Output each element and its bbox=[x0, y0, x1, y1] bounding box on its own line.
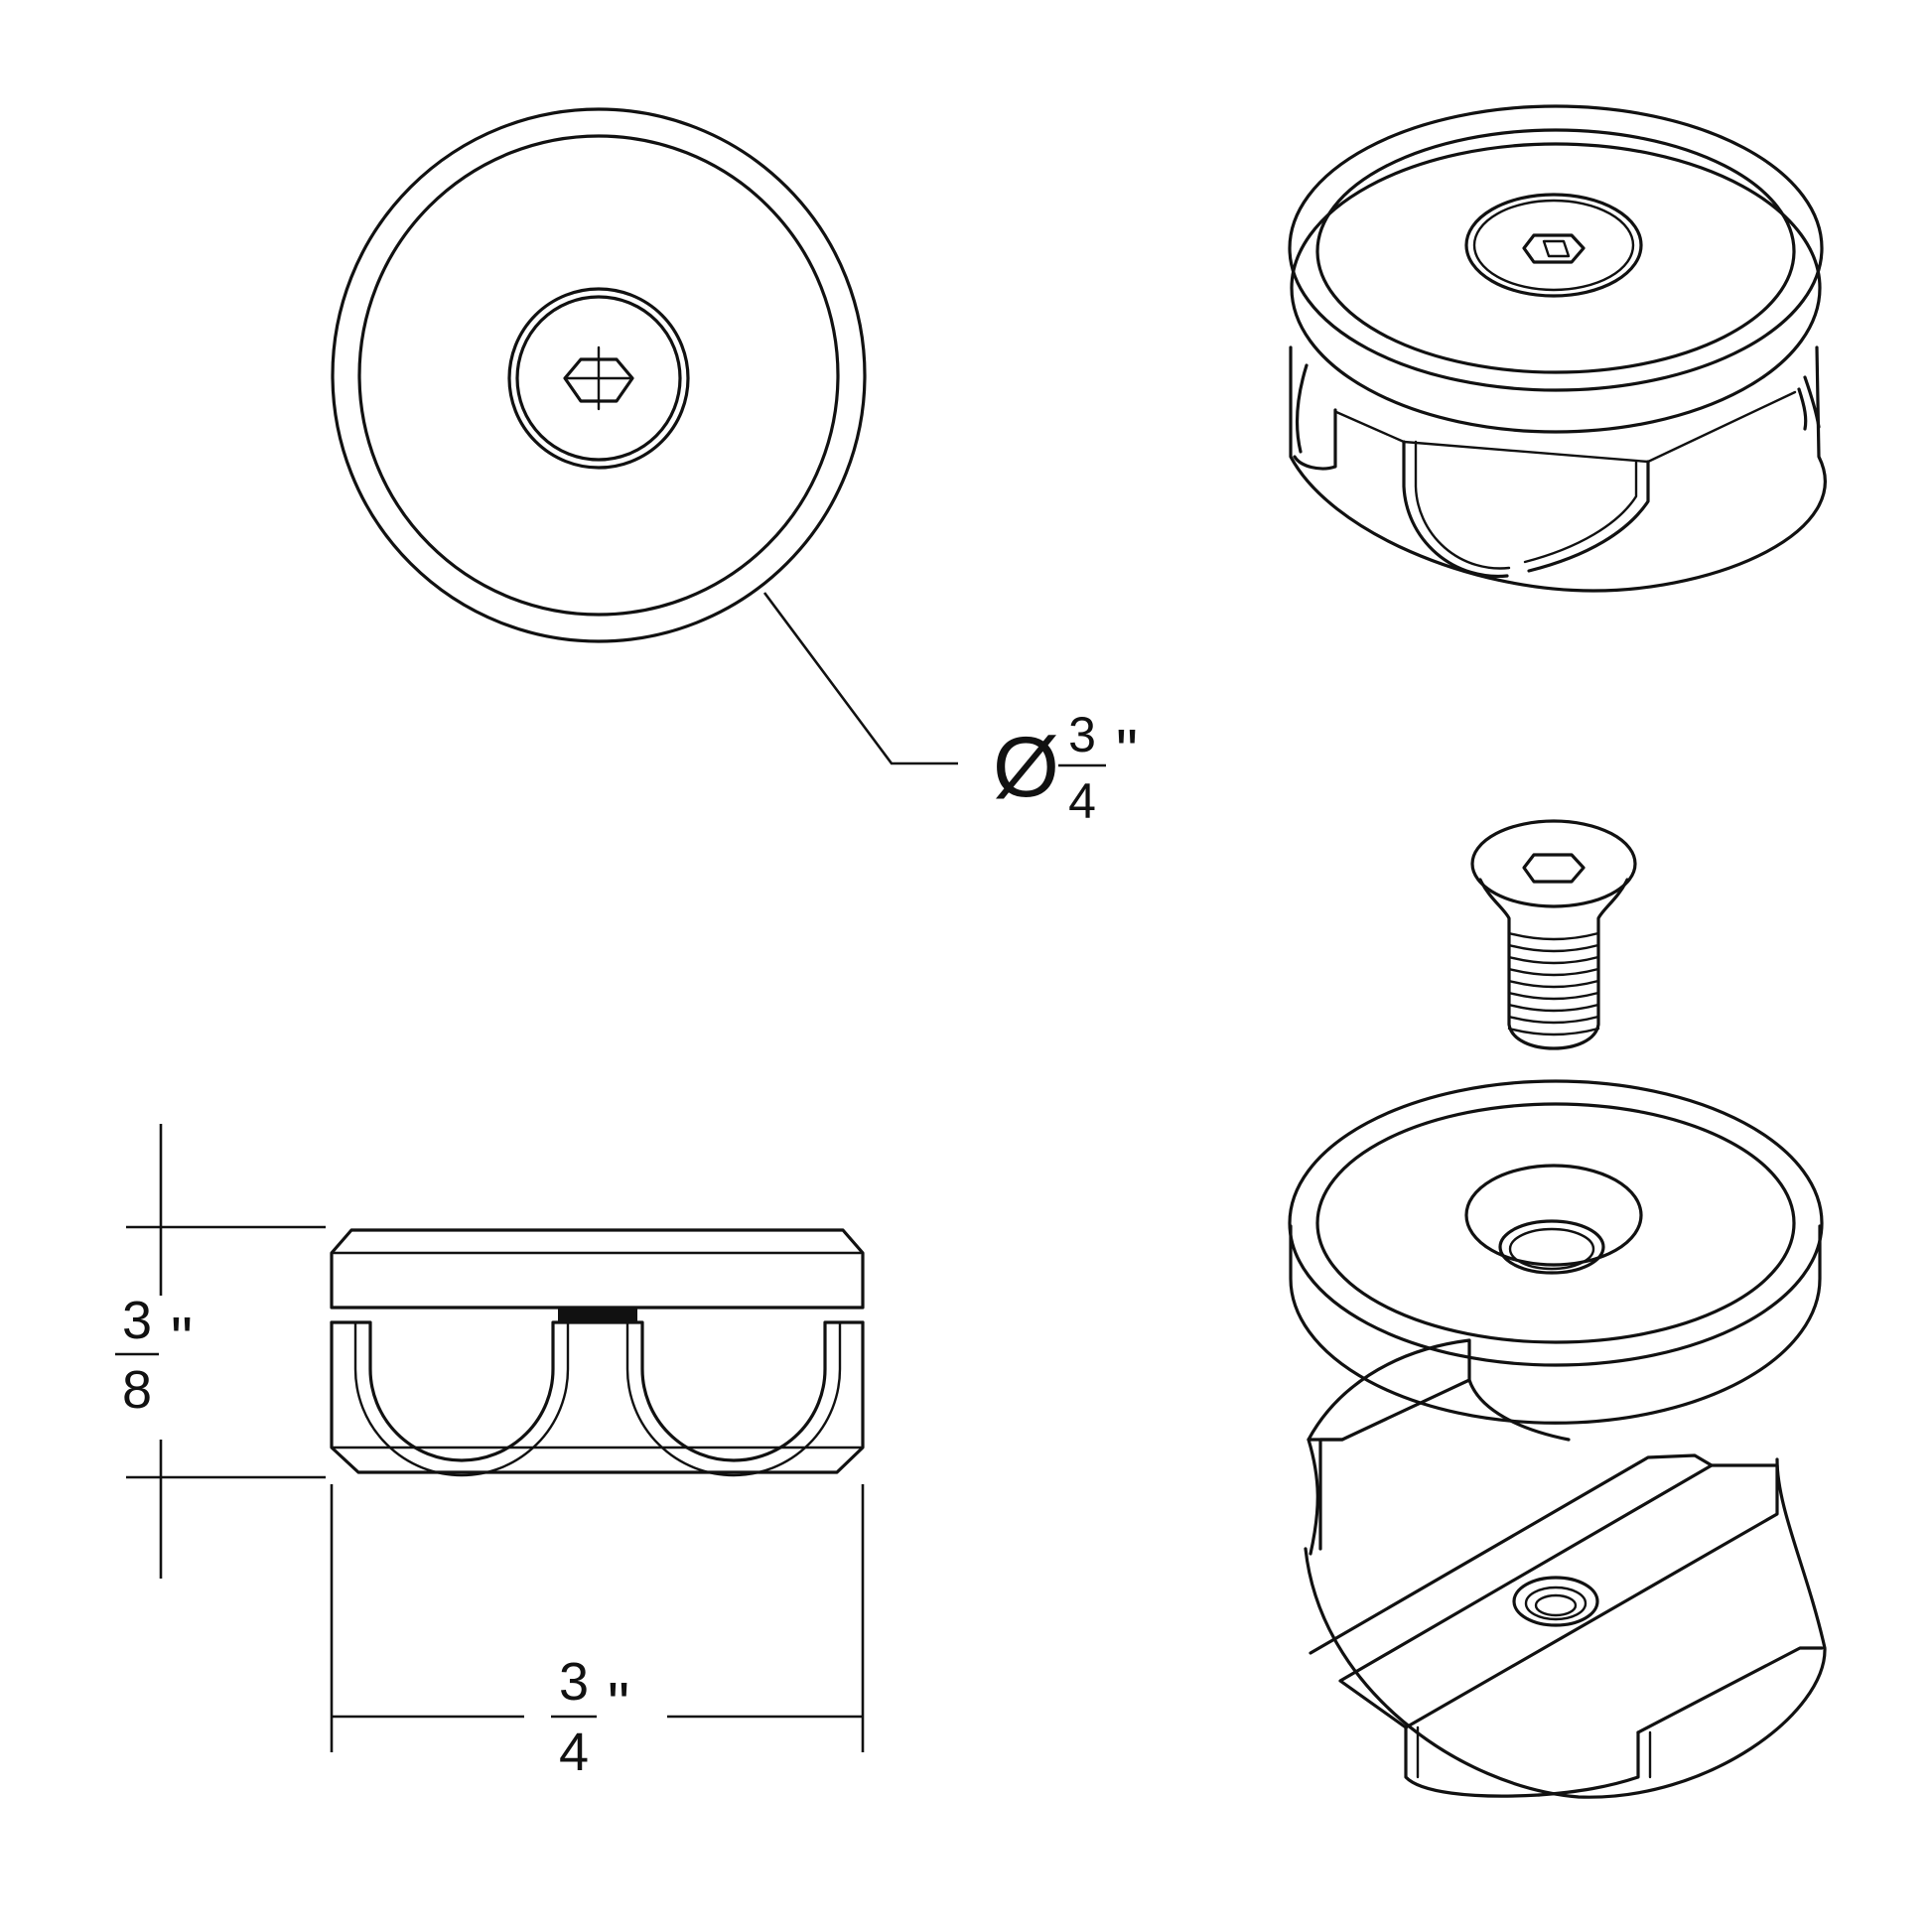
width-denominator: 4 bbox=[559, 1723, 589, 1782]
exploded-view bbox=[1288, 819, 1827, 1799]
height-unit: " bbox=[171, 1306, 193, 1374]
width-numerator: 3 bbox=[559, 1652, 589, 1712]
diameter-denominator: 4 bbox=[1068, 773, 1096, 829]
top-view bbox=[331, 107, 867, 643]
screw-threads bbox=[1507, 931, 1600, 1036]
cap bbox=[1288, 1079, 1824, 1425]
hex-socket-icon bbox=[563, 345, 634, 411]
base bbox=[1304, 1338, 1827, 1799]
height-numerator: 3 bbox=[122, 1291, 152, 1350]
side-view bbox=[330, 1228, 865, 1477]
height-denominator: 8 bbox=[122, 1360, 152, 1420]
diameter-dimension: Ø 3 4 " bbox=[762, 592, 1138, 829]
diameter-symbol: Ø bbox=[993, 720, 1059, 815]
diameter-numerator: 3 bbox=[1068, 707, 1096, 762]
diameter-unit: " bbox=[1116, 718, 1138, 786]
height-dimension: 3 8 " bbox=[115, 1124, 326, 1579]
screw bbox=[1470, 819, 1637, 1050]
width-dimension: 3 4 " bbox=[330, 1484, 865, 1782]
width-unit: " bbox=[608, 1671, 629, 1739]
isometric-assembled-view bbox=[1288, 104, 1827, 593]
